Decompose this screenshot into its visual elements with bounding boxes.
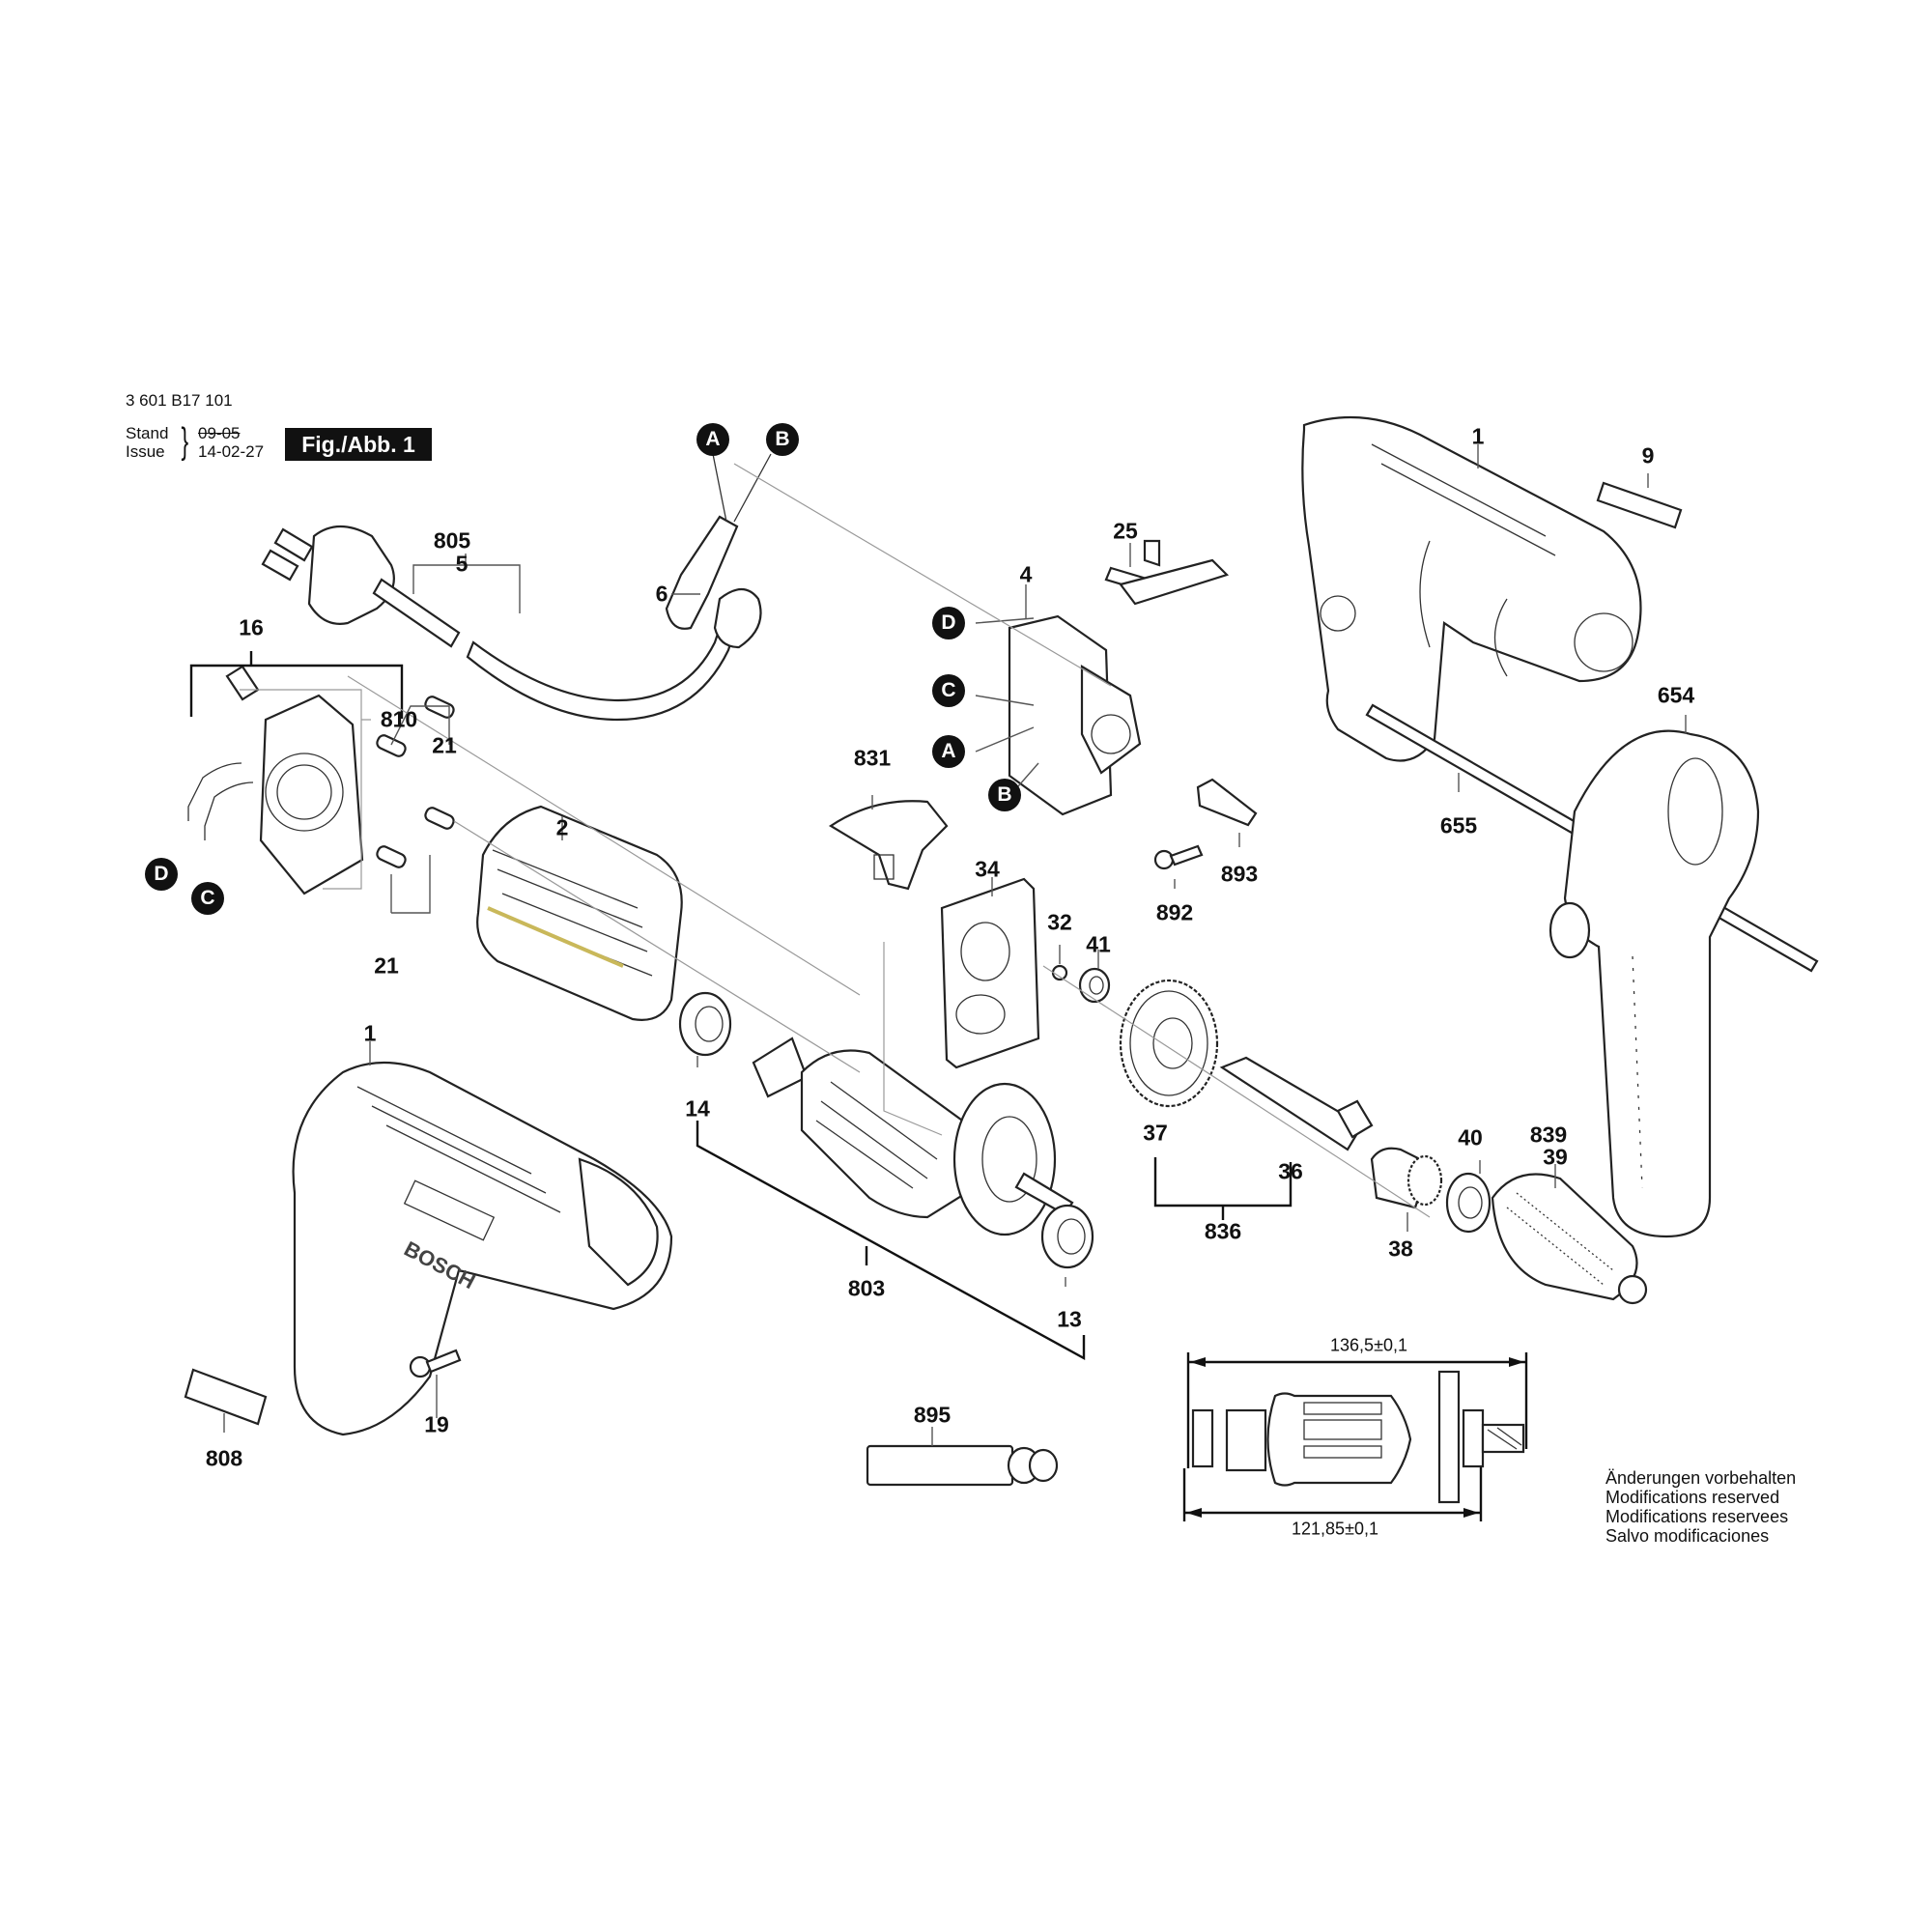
gear-37-part	[1119, 979, 1219, 1108]
issue-date: 14-02-27	[198, 442, 265, 461]
label-4: 4	[1019, 561, 1033, 587]
label-13: 13	[1057, 1306, 1082, 1332]
screw-19-part	[409, 1349, 462, 1378]
bushing-38-part	[1370, 1147, 1443, 1209]
stand-label: Stand	[126, 424, 169, 442]
connector-c-brush: C	[191, 882, 224, 915]
label-810: 810	[380, 706, 418, 732]
cover-831-part	[828, 800, 949, 891]
label-37: 37	[1143, 1120, 1168, 1146]
switch-slide-25-part	[1104, 539, 1230, 606]
leader-lines	[189, 444, 1687, 1446]
armature-part	[752, 1037, 1074, 1236]
switch-part	[1008, 614, 1142, 816]
needle-bearing-41-part	[1078, 967, 1111, 1004]
housing-left-part	[292, 1061, 673, 1436]
label-892: 892	[1155, 899, 1194, 925]
screw-892-part	[1153, 844, 1204, 870]
label-40: 40	[1458, 1124, 1483, 1151]
label-836: 836	[1204, 1218, 1242, 1244]
notice-line-en: Modifications reserved	[1605, 1488, 1780, 1507]
connector-c-switch: C	[932, 674, 965, 707]
label-803: 803	[847, 1275, 886, 1301]
label-14: 14	[685, 1095, 710, 1122]
label-34: 34	[975, 856, 1000, 882]
notice-line-es: Salvo modificaciones	[1605, 1526, 1770, 1546]
figure-label: Fig./Abb. 1	[285, 428, 432, 461]
connector-b-switch: B	[988, 779, 1021, 811]
label-21-top: 21	[432, 732, 457, 758]
label-21-bottom: 21	[374, 952, 399, 979]
brace-glyph: }	[181, 421, 189, 462]
bearing-13-part	[1040, 1204, 1094, 1269]
brush-holder-part	[187, 665, 364, 895]
label-32: 32	[1047, 909, 1072, 935]
notice-line-de: Änderungen vorbehalten	[1605, 1468, 1797, 1488]
label-6: 6	[655, 581, 668, 607]
label-1-front: 1	[363, 1020, 377, 1046]
label-19: 19	[424, 1411, 449, 1437]
label-1-rear: 1	[1471, 423, 1485, 449]
stand-date-struck: 09-05	[198, 424, 241, 442]
modifications-notice: Änderungen vorbehalten Modifications res…	[1605, 1468, 1796, 1546]
housing-right-part	[1301, 415, 1642, 762]
connector-a-switch: A	[932, 735, 965, 768]
label-39: 39	[1543, 1144, 1568, 1170]
label-831: 831	[853, 745, 892, 771]
spindle-36-part	[1219, 1056, 1374, 1151]
grease-tube-895-part	[866, 1444, 1059, 1487]
gearbox-plate-34-part	[883, 877, 1040, 1136]
label-839: 839	[1529, 1122, 1568, 1148]
label-16: 16	[239, 614, 264, 640]
washer-40-part	[1445, 1172, 1492, 1234]
aux-handle-654-part	[1548, 729, 1760, 1238]
label-9: 9	[1641, 442, 1655, 469]
label-654: 654	[1657, 682, 1695, 708]
label-655: 655	[1439, 812, 1478, 838]
connector-b-cord: B	[766, 423, 799, 456]
dimension-overall-length: 136,5±0,1	[1330, 1335, 1407, 1355]
connector-a-cord: A	[696, 423, 729, 456]
label-808: 808	[205, 1445, 243, 1471]
dimension-bearing-length: 121,85±0,1	[1292, 1519, 1378, 1539]
label-2: 2	[555, 814, 569, 840]
bearing-14-part	[678, 991, 732, 1057]
ring-32-part	[1051, 964, 1068, 981]
label-895: 895	[913, 1402, 952, 1428]
connector-d-switch: D	[932, 607, 965, 639]
label-25: 25	[1113, 518, 1138, 544]
label-41: 41	[1086, 931, 1111, 957]
notice-line-fr: Modifications reservees	[1605, 1507, 1789, 1526]
label-5: 5	[455, 551, 469, 577]
field-stator-part	[476, 805, 683, 1021]
clamp-893-part	[1196, 778, 1258, 827]
issue-label: Issue	[126, 442, 165, 461]
chuck-39-part	[1491, 1173, 1648, 1305]
armature-dimension-drawing	[1182, 1352, 1528, 1521]
brush-springs-part	[376, 696, 455, 868]
power-cord-part	[261, 453, 772, 722]
label-36: 36	[1278, 1158, 1303, 1184]
label-plate-808-part	[184, 1368, 268, 1426]
label-805: 805	[433, 527, 471, 554]
label-plate-9-part	[1596, 481, 1683, 529]
label-893: 893	[1220, 861, 1259, 887]
connector-d-brush: D	[145, 858, 178, 891]
label-38: 38	[1388, 1236, 1413, 1262]
part-number: 3 601 B17 101	[126, 391, 233, 410]
